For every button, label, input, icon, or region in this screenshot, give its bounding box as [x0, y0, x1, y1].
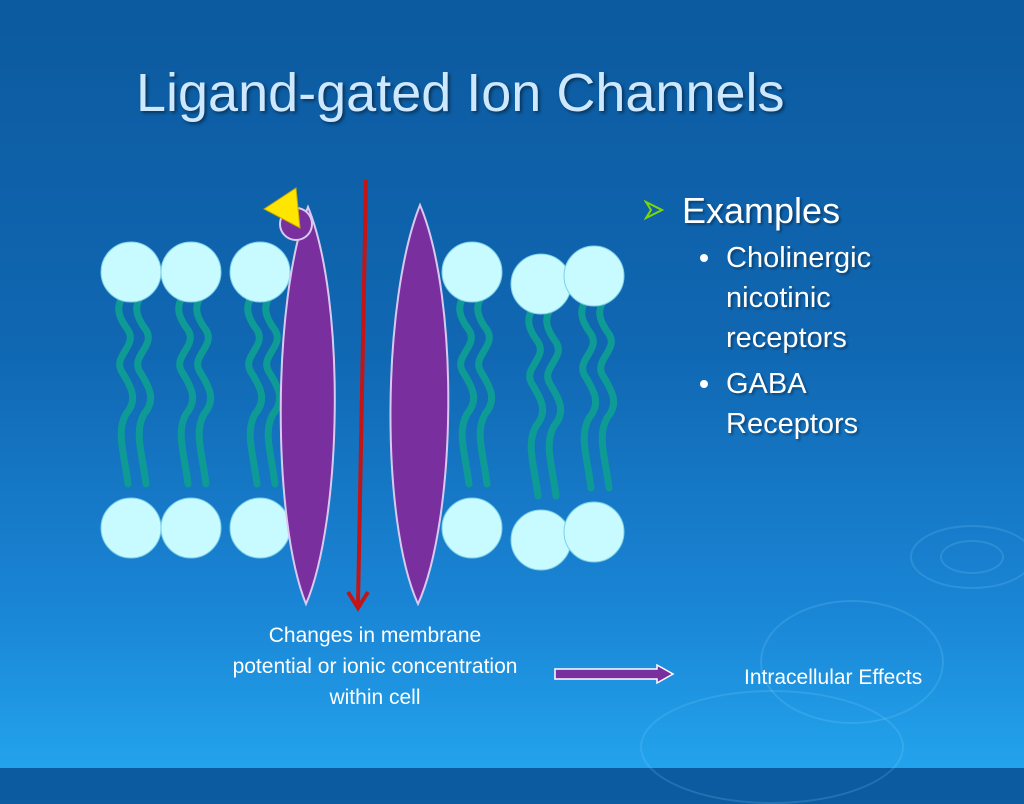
lipid-head — [441, 241, 503, 303]
ion-channel-diagram — [100, 179, 625, 612]
channel-protein-left — [279, 204, 336, 607]
lipid-head — [100, 497, 162, 559]
ligand-icon — [263, 187, 301, 229]
lipid-head — [510, 509, 572, 571]
lipid-tail — [266, 292, 280, 484]
lipid-tail — [547, 304, 561, 496]
lipid-tail — [582, 296, 596, 488]
dot-bullet-icon — [700, 380, 708, 388]
lipid-head — [160, 497, 222, 559]
slide-title: Ligand-gated Ion Channels — [136, 63, 785, 123]
lipid-tail — [600, 296, 614, 488]
lipid-tail — [119, 292, 133, 484]
lipid-tail — [529, 304, 543, 496]
lipid-tail — [478, 292, 492, 484]
lipid-tail — [137, 292, 151, 484]
lipid-head — [229, 241, 291, 303]
ion-flow-arrowhead — [346, 590, 370, 612]
sub-bullet-cholinergic: Cholinergic nicotinic receptors — [644, 238, 926, 358]
arrowhead-bullet-icon — [644, 200, 664, 220]
dot-bullet-icon — [700, 254, 708, 262]
membrane-change-caption: Changes in membrane potential or ionic c… — [232, 624, 518, 709]
lipid-head — [563, 501, 625, 563]
lipid-head — [563, 245, 625, 307]
effect-arrow-icon — [554, 663, 675, 685]
lipid-tail — [179, 292, 193, 484]
lipid-head — [100, 241, 162, 303]
intracellular-effects-caption: Intracellular Effects — [744, 666, 923, 689]
lipid-tail — [460, 292, 474, 484]
lipid-head — [441, 497, 503, 559]
sub-bullet-label: Cholinergic nicotinic receptors — [726, 242, 872, 354]
ion-flow-arrow — [356, 179, 368, 605]
lipid-tail — [197, 292, 211, 484]
lipid-head — [160, 241, 222, 303]
ripple-decoration — [910, 525, 1024, 589]
sub-bullet-gaba: GABA Receptors — [644, 364, 926, 444]
ripple-decoration — [640, 690, 904, 804]
lipid-tail — [248, 292, 262, 484]
channel-protein-right — [389, 202, 450, 607]
bullet-examples-label: Examples — [682, 190, 841, 231]
bullet-examples: Examples — [644, 190, 926, 232]
lipid-head — [229, 497, 291, 559]
lipid-head — [510, 253, 572, 315]
examples-list: Examples Cholinergic nicotinic receptors… — [644, 190, 926, 444]
sub-bullet-label: GABA Receptors — [726, 368, 859, 440]
